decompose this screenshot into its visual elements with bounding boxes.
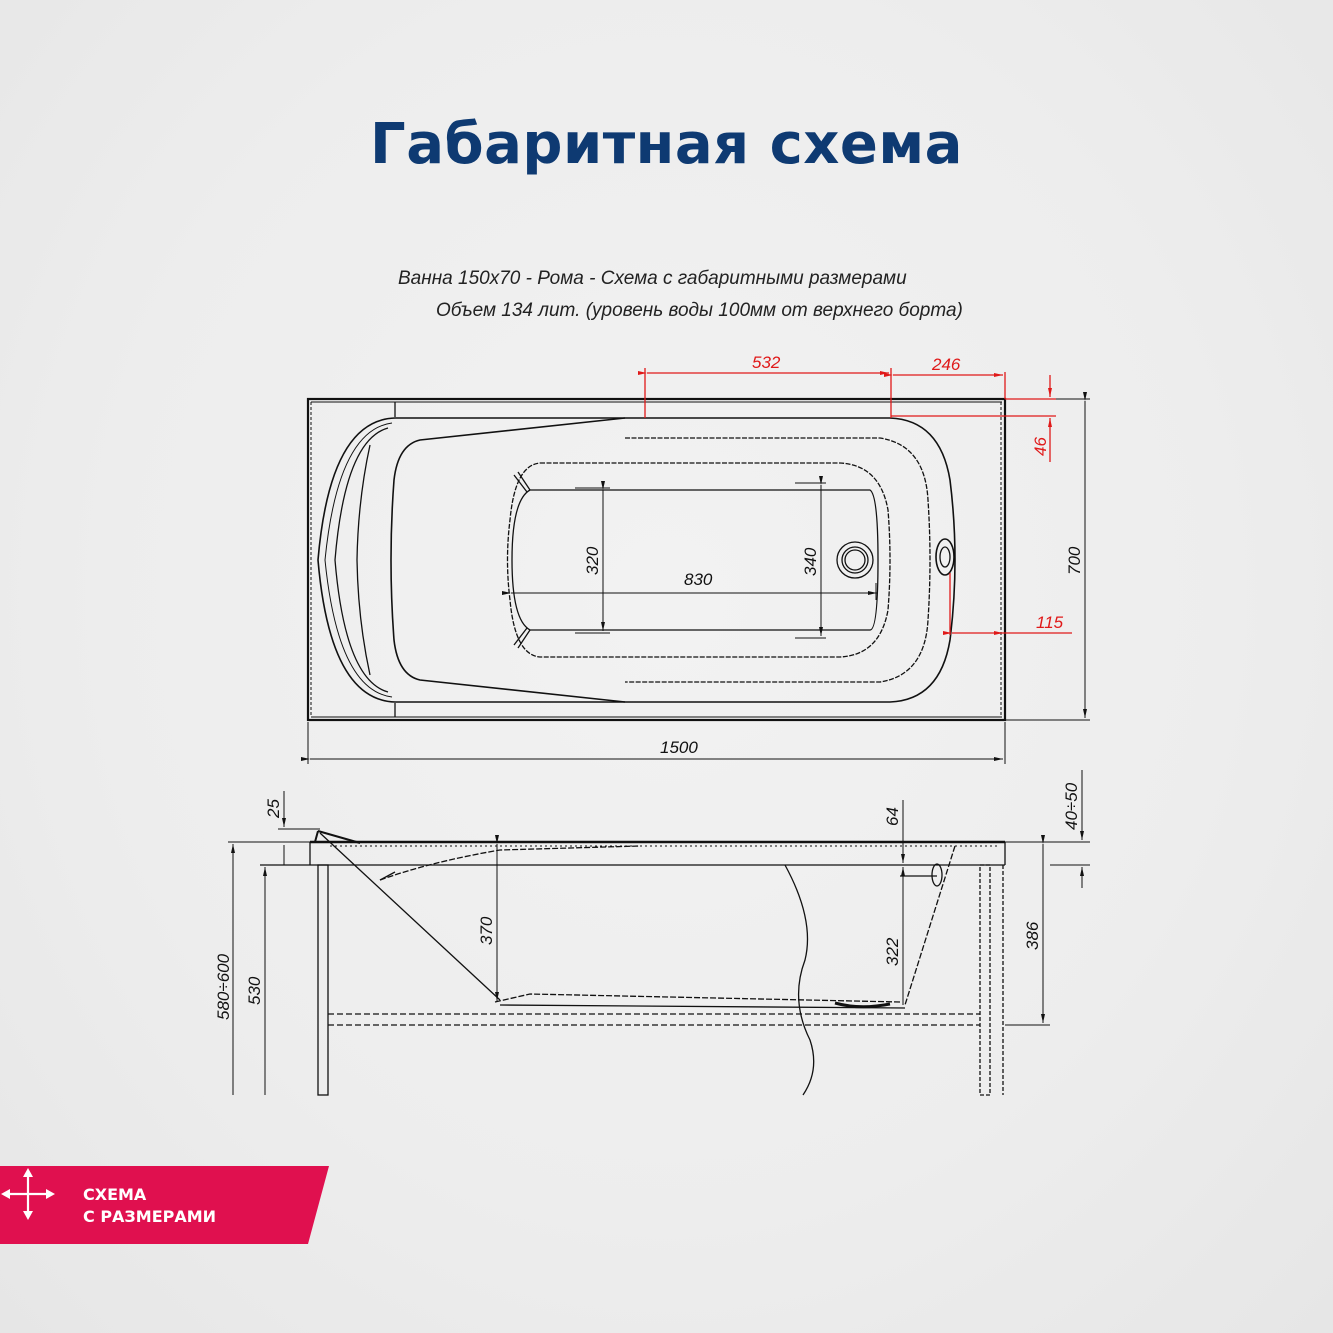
dim-headrest-rise: 25 [264, 799, 283, 819]
dim-width: 700 [1065, 546, 1084, 575]
page-title: Габаритная схема [370, 112, 963, 177]
badge-label: СХЕМА С РАЗМЕРАМИ [83, 1184, 216, 1228]
four-way-arrows-icon [1, 1168, 55, 1220]
side-view-dimensions [228, 770, 1090, 1095]
dim-bottom-length: 830 [684, 570, 713, 589]
dim-rim-thickness: 40÷50 [1062, 782, 1081, 830]
dim-frame-height: 530 [245, 976, 264, 1005]
side-view [260, 830, 1006, 1096]
dim-bottom-width-head: 320 [583, 546, 602, 575]
drawing-caption-line1: Ванна 150х70 - Рома - Схема с габаритным… [398, 268, 907, 289]
scheme-badge [0, 1166, 330, 1244]
badge-label-line1: СХЕМА [83, 1185, 147, 1204]
dim-overflow-from-rim: 64 [883, 807, 902, 826]
dim-total-height: 580÷600 [214, 953, 233, 1020]
dim-bottom-width-drain: 340 [801, 547, 820, 576]
top-view-dimensions [301, 392, 1090, 764]
badge-label-line2: С РАЗМЕРАМИ [83, 1207, 217, 1226]
dim-depth-head: 370 [477, 916, 496, 945]
dim-depth-drain: 322 [883, 937, 902, 966]
top-view-red-dimensions [638, 368, 1072, 635]
dim-rim-width: 46 [1031, 437, 1050, 456]
badge-background [0, 1166, 329, 1244]
dim-overflow-offset: 115 [1036, 613, 1064, 632]
dim-corner-offset: 246 [931, 355, 961, 374]
top-view [306, 397, 1007, 722]
dim-full-depth: 386 [1023, 921, 1042, 950]
drawing-caption-line2: Объем 134 лит. (уровень воды 100мм от ве… [436, 300, 963, 321]
dim-armrest-offset: 532 [752, 353, 781, 372]
dim-length: 1500 [660, 738, 698, 757]
